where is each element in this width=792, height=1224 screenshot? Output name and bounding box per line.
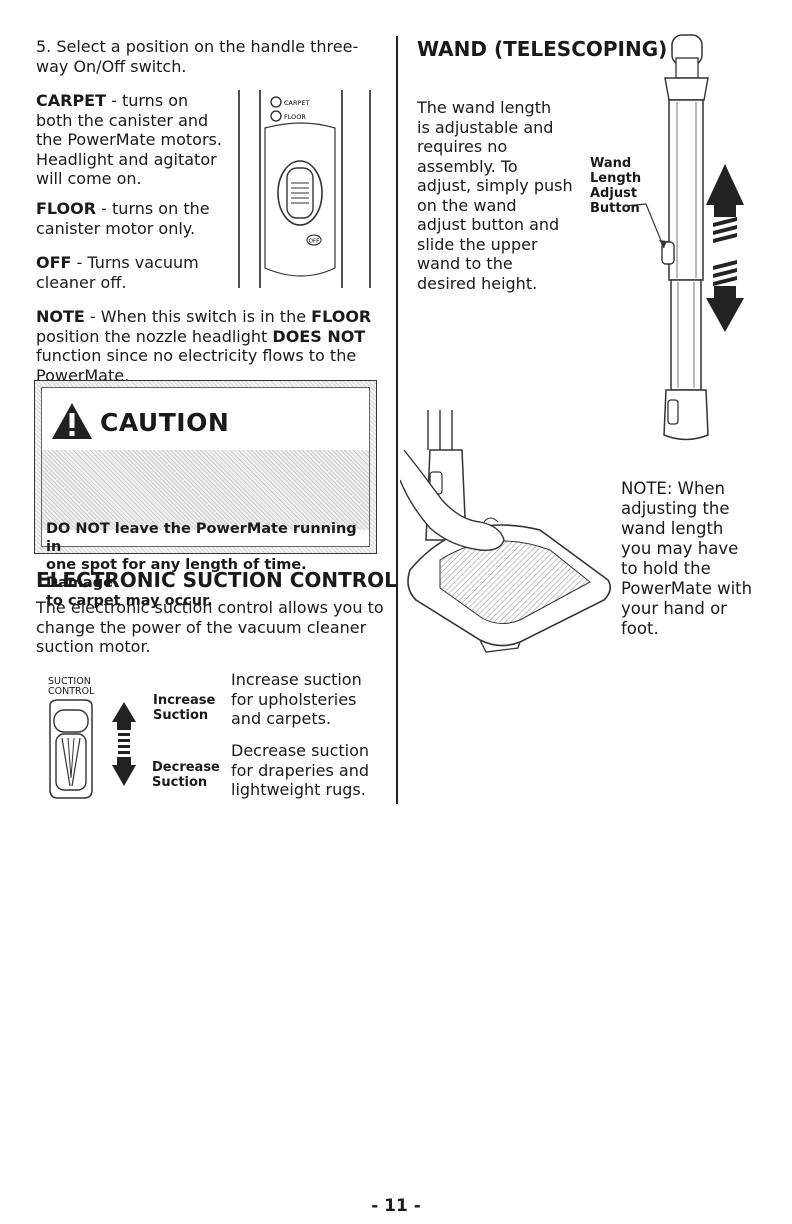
decrease-suction-label: Decrease Suction — [152, 760, 220, 790]
increase-desc-line: and carpets. — [231, 709, 332, 728]
carpet-line: Headlight and agitator — [36, 149, 217, 169]
suction-control-label: SUCTION CONTROL — [48, 677, 94, 697]
caution-inner: CAUTION DO NOT leave the PowerMate runni… — [41, 387, 370, 609]
decrease-desc-line: lightweight rugs. — [231, 780, 366, 799]
carpet-line: will come on. — [36, 169, 142, 188]
floor-term: FLOOR — [36, 199, 97, 218]
wand-note: NOTE: When adjusting the wand length you… — [621, 479, 752, 639]
suction-label-line: SUCTION — [48, 676, 91, 687]
carpet-term: CARPET — [36, 91, 107, 110]
decrease-desc-line: for draperies and — [231, 760, 370, 780]
switch-note: NOTE - When this switch is in the FLOOR … — [36, 307, 371, 385]
increase-label-line: Suction — [153, 708, 209, 723]
wand-note-line: NOTE: When — [621, 479, 726, 498]
note-text: function since no electricity flows to t… — [36, 346, 357, 365]
wand-body-line: requires no — [417, 137, 508, 156]
esc-body: The electronic suction control allows yo… — [36, 598, 384, 657]
increase-desc-line: Increase suction — [231, 670, 362, 689]
increase-suction-description: Increase suction for upholsteries and ca… — [231, 670, 362, 729]
warning-icon — [52, 403, 92, 439]
note-term: NOTE — [36, 307, 85, 326]
note-text: - When this switch is in the — [84, 307, 312, 326]
decrease-label-line: Suction — [152, 775, 208, 790]
wand-body-line: adjust button and — [417, 215, 560, 234]
telescoping-wand-illustration — [623, 34, 744, 441]
wand-body-line: wand to the — [417, 254, 513, 273]
note-text: position the nozzle headlight — [36, 326, 273, 346]
decrease-label-line: Decrease — [152, 760, 220, 775]
suction-control-illustration — [49, 699, 136, 799]
wand-button-label: Wand Length Adjust Button — [590, 156, 641, 216]
step-5-line: 5. Select a position on the handle three… — [36, 37, 359, 56]
floor-line: - turns on the — [96, 199, 210, 218]
wand-body-line: adjust, simply push — [417, 176, 573, 195]
wand-body-line: desired height. — [417, 273, 538, 293]
page-number: - 11 - — [371, 1196, 421, 1216]
wand-note-line: to hold the — [621, 559, 711, 578]
wand-note-line: adjusting the — [621, 499, 730, 518]
caution-text: DO NOT leave the PowerMate running in on… — [46, 520, 376, 610]
step-5-line: way On/Off switch. — [36, 56, 187, 76]
wand-note-line: PowerMate with — [621, 579, 753, 598]
wand-note-line: your hand or — [621, 599, 727, 618]
increase-label-line: Increase — [153, 693, 216, 708]
note-text: PowerMate. — [36, 365, 130, 385]
switch-label-carpet: CARPET — [284, 99, 310, 107]
powermate-foot-illustration — [400, 410, 612, 653]
button-label-line: Button — [590, 201, 640, 216]
carpet-description: CARPET - turns on both the canister and … — [36, 91, 222, 189]
wand-body-line: assembly. To — [417, 156, 518, 176]
caution-title: CAUTION — [100, 408, 230, 437]
increase-desc-line: for upholsteries — [231, 689, 357, 709]
off-term: OFF — [36, 253, 72, 272]
carpet-line: the PowerMate motors. — [36, 130, 222, 149]
caution-band: DO NOT leave the PowerMate running in on… — [42, 450, 369, 609]
decrease-suction-description: Decrease suction for draperies and light… — [231, 741, 369, 800]
handle-switch-illustration: CARPET FLOOR OFF — [238, 90, 371, 288]
column-divider — [396, 36, 398, 804]
wand-body-line: The wand length — [417, 98, 552, 117]
off-line: cleaner off. — [36, 272, 127, 292]
caution-box: CAUTION DO NOT leave the PowerMate runni… — [34, 380, 377, 609]
floor-description: FLOOR - turns on the canister motor only… — [36, 199, 210, 238]
caution-line: DO NOT leave the PowerMate running in — [46, 521, 357, 555]
caution-line: one spot for any length of time. Damage — [46, 557, 307, 591]
button-label-line: Adjust — [590, 186, 638, 201]
wand-note-line: wand length — [621, 519, 724, 538]
esc-body-line: change the power of the vacuum cleaner — [36, 617, 367, 637]
increase-suction-label: Increase Suction — [153, 693, 215, 723]
wand-note-line: you may have — [621, 539, 739, 558]
step-5-text: 5. Select a position on the handle three… — [36, 37, 358, 76]
esc-body-line: suction motor. — [36, 637, 151, 656]
decrease-desc-line: Decrease suction — [231, 741, 370, 760]
wand-body: The wand length is adjustable and requir… — [417, 98, 573, 293]
switch-label-off: OFF — [309, 239, 320, 245]
switch-label-floor: FLOOR — [284, 113, 306, 121]
wand-body-line: on the wand — [417, 195, 517, 215]
wand-body-line: slide the upper — [417, 234, 538, 254]
wand-note-line: foot. — [621, 619, 659, 638]
off-description: OFF - Turns vacuum cleaner off. — [36, 253, 199, 292]
button-label-line: Length — [590, 171, 642, 186]
off-line: - Turns vacuum — [71, 253, 199, 272]
note-floor: FLOOR — [311, 307, 372, 326]
wand-heading: WAND (TELESCOPING) — [417, 37, 668, 61]
wand-body-line: is adjustable and — [417, 117, 554, 137]
caution-line: to carpet may occur. — [46, 593, 213, 609]
floor-line: canister motor only. — [36, 218, 196, 238]
carpet-line: - turns on — [106, 91, 189, 110]
carpet-line: both the canister and — [36, 110, 209, 130]
suction-label-line: CONTROL — [48, 686, 95, 697]
esc-body-line: The electronic suction control allows yo… — [36, 598, 384, 617]
note-does-not: DOES NOT — [272, 326, 366, 346]
button-label-line: Wand — [590, 156, 632, 171]
esc-heading: ELECTRONIC SUCTION CONTROL — [36, 568, 397, 592]
